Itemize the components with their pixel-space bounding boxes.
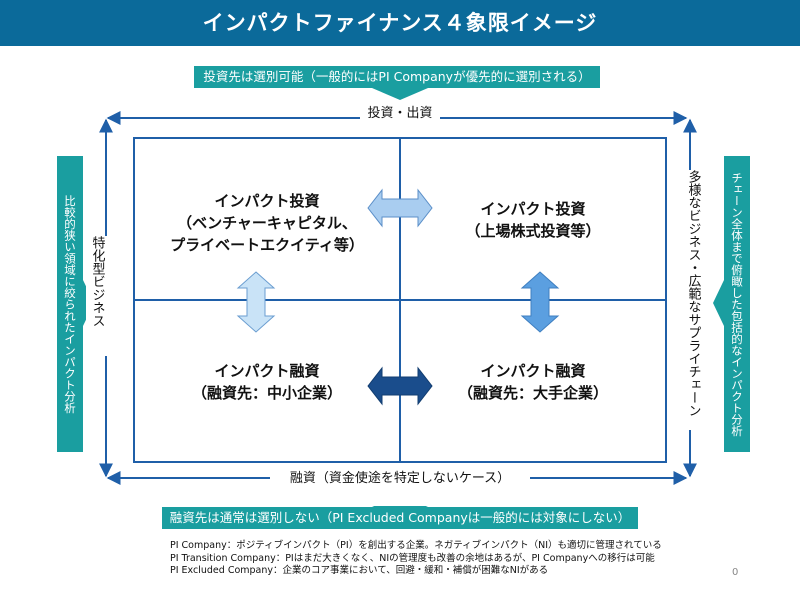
quadrant-bottom-left: インパクト融資 （融資先：中小企業） [134, 360, 400, 404]
right-callout-text: チェーン全体まで俯瞰した包括的なインパクト分析 [730, 171, 744, 437]
left-callout-text: 比較的狭い領域に絞られたインパクト分析 [63, 194, 77, 414]
quadrant-top-left: インパクト投資 （ベンチャーキャピタル、 プライベートエクイティ等） [134, 190, 400, 256]
page-title: インパクトファイナンス４象限イメージ [202, 11, 598, 35]
top-callout-box: 投資先は選別可能（一般的にはPI Companyが優先的に選別される） [194, 66, 600, 88]
axis-label-right-text: 多様なビジネス・広範なサプライチェーン [685, 170, 701, 417]
axis-label-top: 投資・出資 [360, 102, 440, 121]
quadrant-top-right-detail: （上場株式投資等） [465, 222, 601, 240]
quadrant-top-left-detail-1: （ベンチャーキャピタル、 [177, 214, 357, 232]
quadrant-top-right: インパクト投資 （上場株式投資等） [400, 198, 666, 242]
quadrant-bottom-right-detail: （融資先：大手企業） [457, 384, 608, 402]
quadrant-bottom-left-title: インパクト融資 [214, 362, 320, 380]
top-box-pointer [372, 88, 428, 100]
axis-label-bottom: 融資（資金使途を特定しないケース） [270, 470, 530, 506]
right-box-pointer [713, 280, 724, 326]
quadrant-top-left-detail-2: プライベートエクイティ等） [170, 236, 364, 254]
bottom-callout-box: 融資先は通常は選別しない（PI Excluded Companyは一般的には対象… [162, 507, 638, 529]
quadrant-top-left-title: インパクト投資 [214, 192, 320, 210]
axis-label-left: 特化型ビジネス [86, 236, 108, 356]
page-number: 0 [732, 567, 739, 578]
axis-label-right: 多様なビジネス・広範なサプライチェーン [682, 170, 704, 430]
quadrant-bottom-left-detail: （融資先：中小企業） [191, 384, 342, 402]
header-bar [0, 0, 800, 46]
double-arrow-top-horizontal [367, 188, 433, 228]
double-arrow-bottom-horizontal [367, 366, 433, 406]
footnotes: PI Company：ポジティブインパクト（PI）を創出する企業。ネガティブイン… [170, 540, 662, 578]
double-arrow-left-vertical [236, 271, 276, 333]
quadrant-bottom-right: インパクト融資 （融資先：大手企業） [400, 360, 666, 404]
footnote-pi-company: PI Company：ポジティブインパクト（PI）を創出する企業。ネガティブイン… [170, 540, 662, 551]
footnote-pi-transition: PI Transition Company：PIはまだ大きくなく、NIの管理度も… [170, 552, 655, 564]
double-arrow-right-vertical [520, 271, 560, 333]
quadrant-top-right-title: インパクト投資 [480, 200, 586, 218]
axis-label-left-text: 特化型ビジネス [89, 236, 105, 327]
right-callout-box: チェーン全体まで俯瞰した包括的なインパクト分析 [724, 156, 750, 452]
left-callout-box: 比較的狭い領域に絞られたインパクト分析 [57, 156, 83, 452]
footnote-pi-excluded: PI Excluded Company：企業のコア事業において、回避・緩和・補償… [170, 565, 549, 576]
quadrant-bottom-right-title: インパクト融資 [480, 362, 586, 380]
